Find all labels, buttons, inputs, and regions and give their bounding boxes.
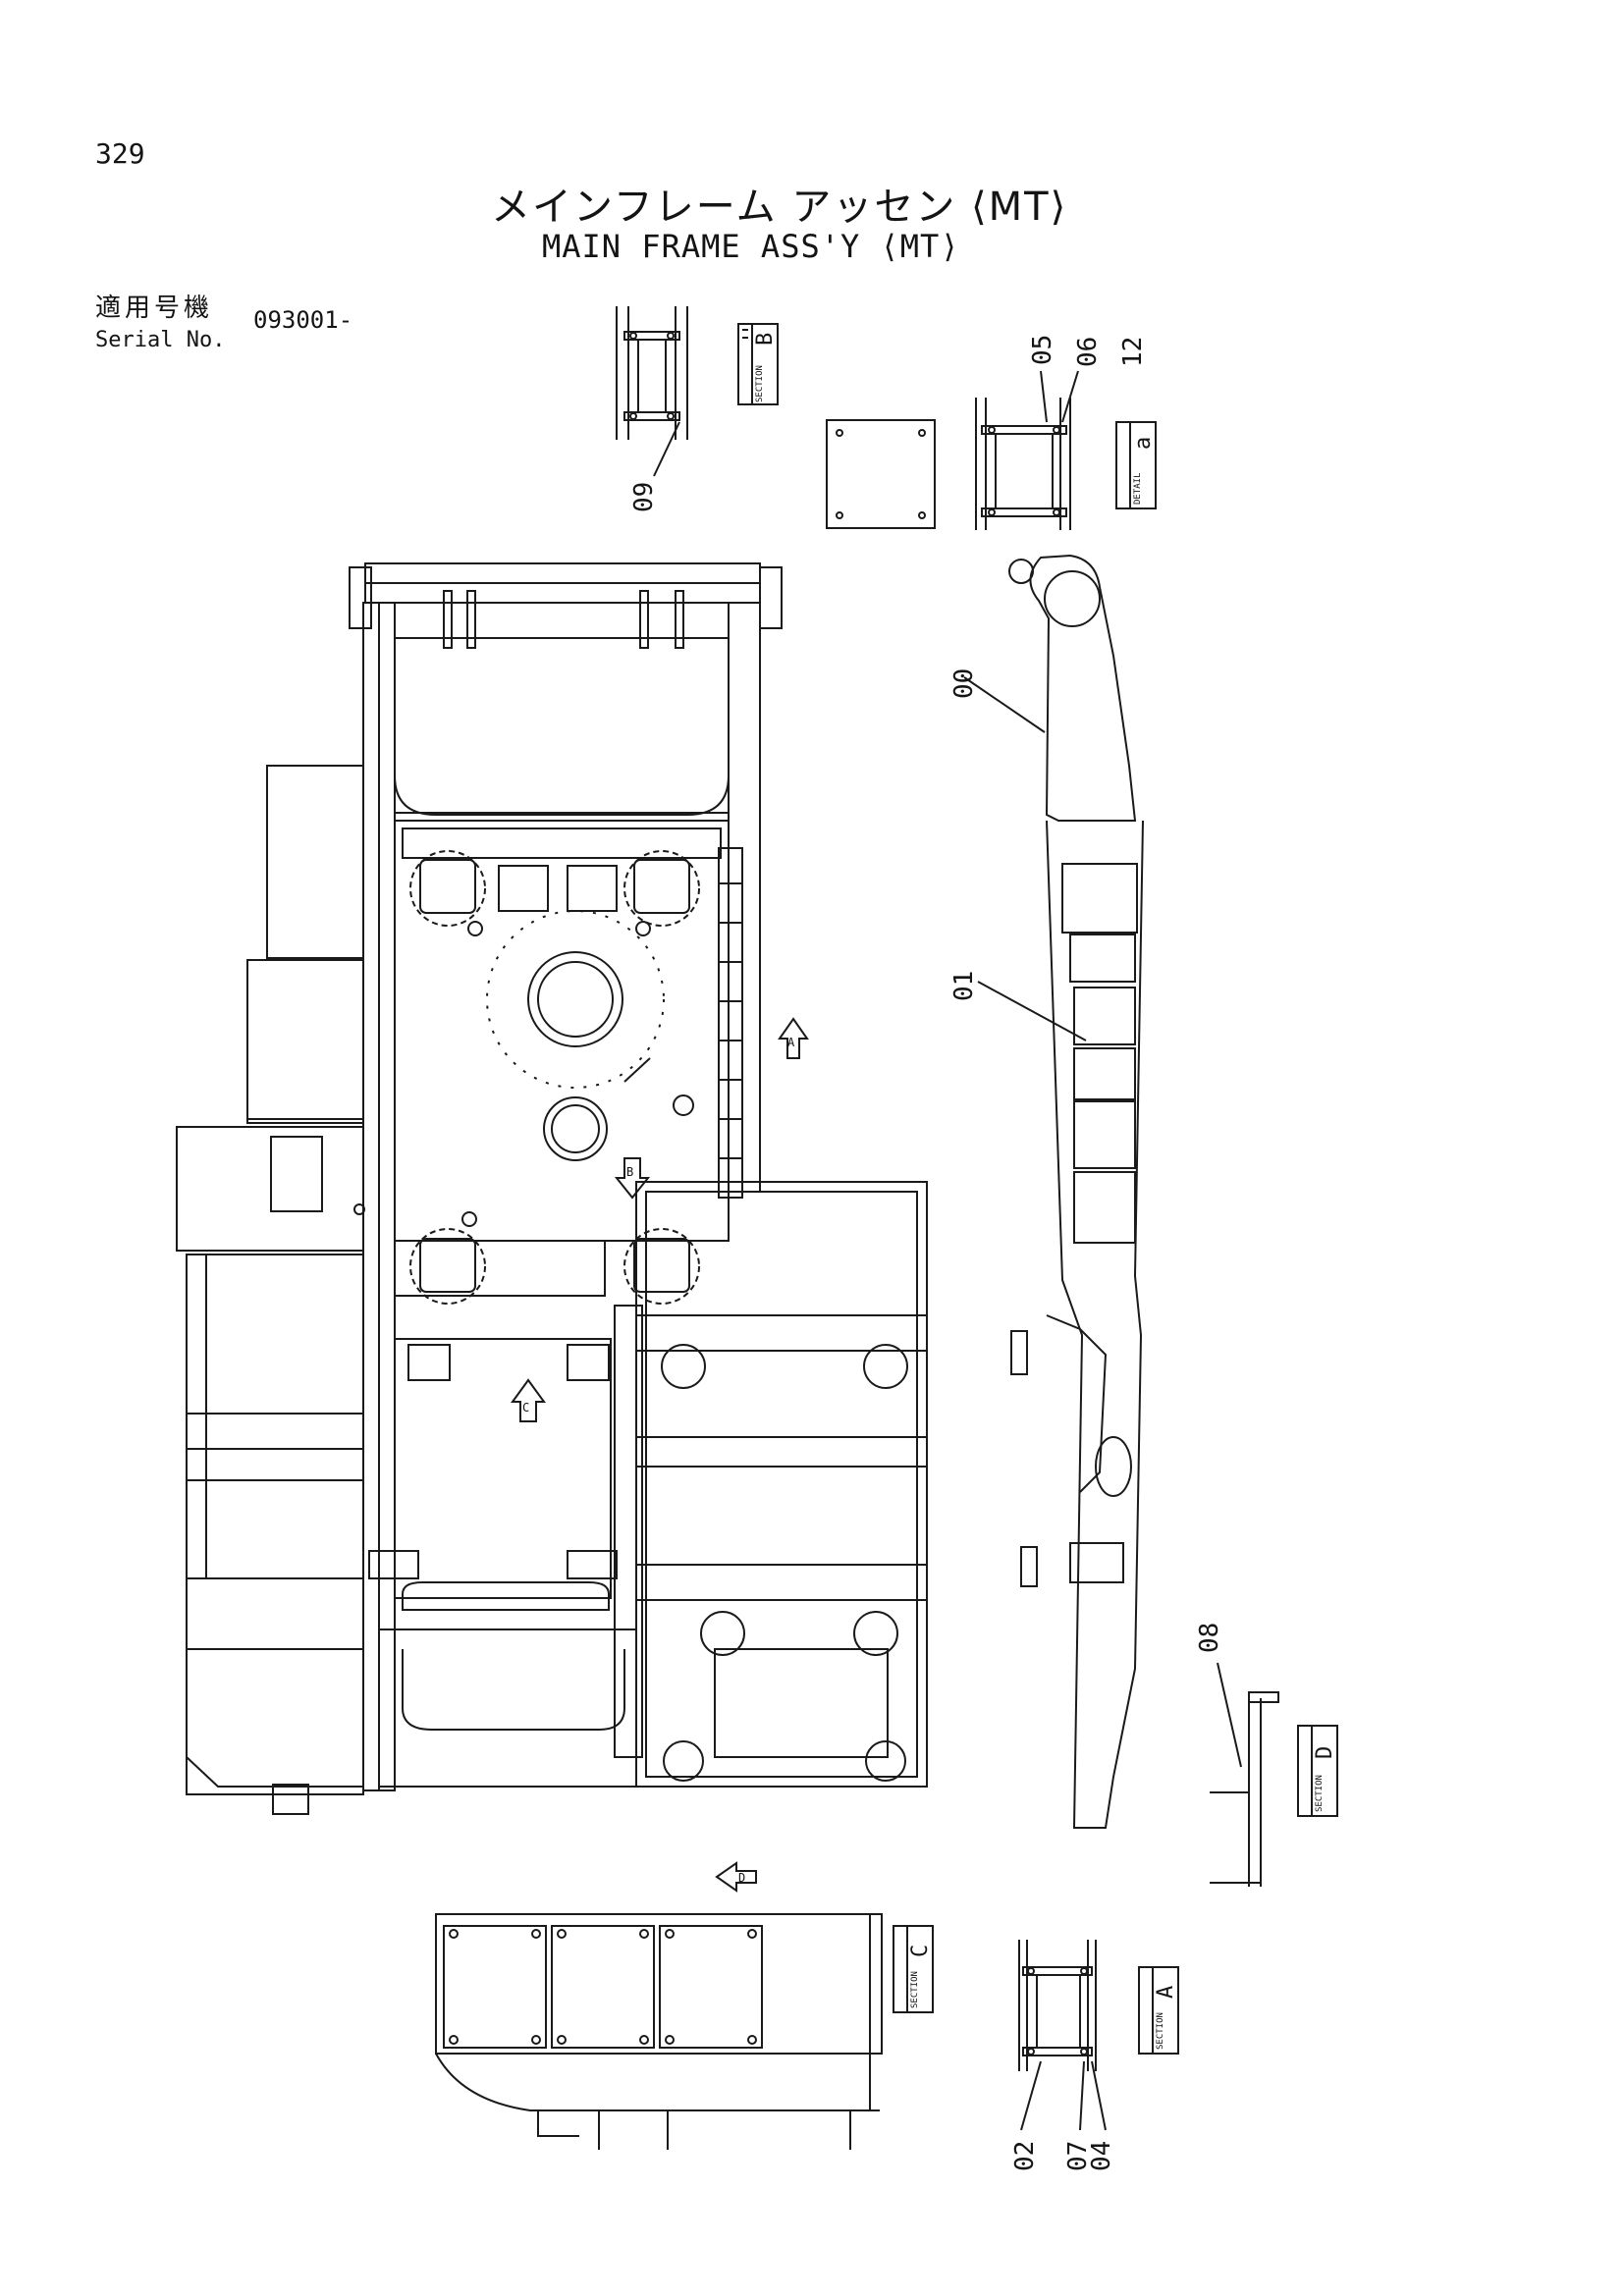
leader-lines <box>963 676 1087 1041</box>
arrow-d-label: D <box>738 1871 745 1885</box>
section-tag-c-kind: SECTION <box>910 1971 920 2008</box>
section-tag-c-letter: C <box>908 1945 933 1957</box>
section-c-view <box>435 1913 883 2150</box>
side-frame-view <box>1008 554 1144 1829</box>
detail-tag-a: DETAIL a <box>1115 421 1157 509</box>
callout-12: 12 <box>1118 337 1148 367</box>
serial-number-value: 093001- <box>253 306 353 334</box>
section-tag-d-letter: D <box>1313 1746 1337 1759</box>
arrow-b-label: B <box>626 1165 633 1179</box>
callout-00: 00 <box>949 668 979 699</box>
section-tag-a-kind: SECTION <box>1156 2012 1165 2050</box>
arrow-markers: A B C D <box>511 1017 809 1893</box>
callout-06: 06 <box>1073 337 1103 367</box>
section-tag-b: SECTION B <box>737 323 779 405</box>
page-number: 329 <box>95 137 145 170</box>
arrow-a-label: A <box>787 1036 795 1049</box>
detail-a-view <box>975 370 1079 530</box>
section-tag-b-letter: B <box>753 333 778 346</box>
section-a-view <box>1018 1940 1107 2131</box>
part-callouts: 00 01 02 04 05 06 07 08 09 12 <box>629 335 1224 2171</box>
serial-label-english: Serial No. <box>95 328 226 352</box>
section-tag-d: SECTION D <box>1297 1725 1338 1817</box>
callout-07: 07 <box>1063 2141 1093 2171</box>
section-d-view <box>1210 1662 1279 1887</box>
section-tag-a: SECTION A <box>1138 1966 1179 2055</box>
title-english: MAIN FRAME ASS'Y ⟨MT⟩ <box>542 228 960 265</box>
section-b-view <box>616 306 688 477</box>
section-tag-d-kind: SECTION <box>1315 1775 1325 1812</box>
callout-05: 05 <box>1028 335 1057 365</box>
callout-02: 02 <box>1010 2141 1040 2171</box>
callout-08: 08 <box>1195 1623 1224 1653</box>
callout-09: 09 <box>629 482 659 512</box>
cover-plate <box>826 419 936 529</box>
detail-tag-letter: a <box>1131 437 1156 450</box>
callout-01: 01 <box>949 971 979 1001</box>
section-tag-c: SECTION C <box>893 1925 934 2013</box>
section-tag-b-kind: SECTION <box>755 365 765 402</box>
detail-tag-kind: DETAIL <box>1133 472 1143 505</box>
title-japanese: メインフレーム アッセン ⟨MT⟩ <box>491 185 1068 230</box>
arrow-c-label: C <box>522 1401 529 1415</box>
main-frame-top-view <box>176 562 928 1815</box>
serial-label-japanese: 適用号機 <box>95 294 214 323</box>
callout-04: 04 <box>1087 2141 1116 2171</box>
section-tag-a-letter: A <box>1154 1986 1178 1999</box>
